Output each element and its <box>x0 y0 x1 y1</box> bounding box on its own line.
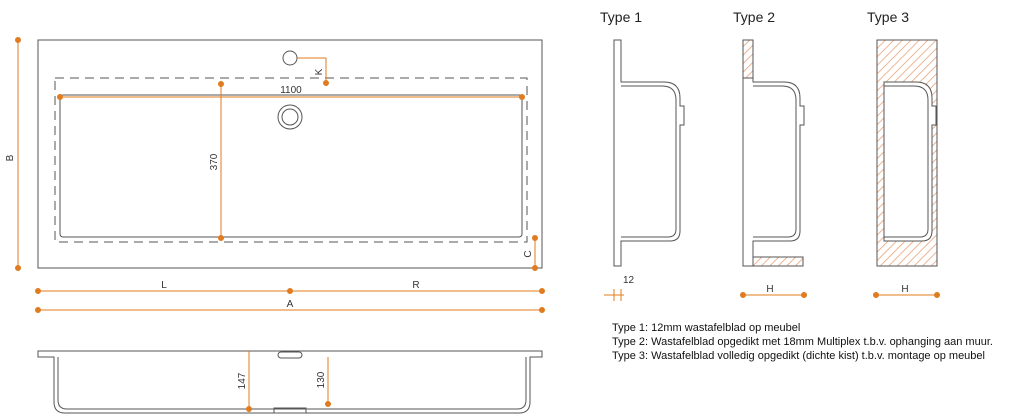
type-1-section <box>613 39 685 267</box>
type-2-bottom-block <box>752 256 804 267</box>
type-1-title: Type 1 <box>600 9 642 25</box>
tap-hole-icon <box>282 50 298 66</box>
type-2-title: Type 2 <box>733 9 775 25</box>
top-view <box>37 39 543 269</box>
dim-label-1100: 1100 <box>280 85 302 96</box>
drain-outlet <box>273 407 307 414</box>
drain-inner-icon <box>281 108 299 126</box>
basin-inner-outline <box>59 94 523 238</box>
dim-label-370: 370 <box>209 153 220 170</box>
type-3-section <box>876 39 938 267</box>
dim-label-147: 147 <box>237 372 248 389</box>
dim-label-b: B <box>5 154 16 161</box>
type-2-dimension <box>740 292 807 298</box>
front-view-section <box>37 350 543 414</box>
top-view-dimension-labels: B K 1100 370 C L R A <box>5 68 534 310</box>
type-3-dim-label: H <box>901 284 908 295</box>
type-titles: Type 1 Type 2 Type 3 <box>600 9 909 25</box>
type-1-dimension <box>604 289 624 301</box>
type-2-wall-block <box>742 39 754 79</box>
dim-label-r: R <box>412 280 419 291</box>
type-2-section <box>742 39 805 267</box>
type-3-title: Type 3 <box>867 9 909 25</box>
type-1-dim-label: 12 <box>623 275 635 286</box>
dim-label-k: K <box>314 68 325 75</box>
dim-label-c: C <box>523 250 534 257</box>
type-3-dimension <box>873 292 940 298</box>
dim-label-l: L <box>161 280 167 291</box>
front-view-dimension-labels: 147 130 <box>237 371 327 389</box>
type-legend: Type 1: 12mm wastafelblad op meubel Type… <box>612 321 993 363</box>
type-2-dim-label: H <box>766 284 773 295</box>
front-view <box>37 350 543 414</box>
legend-line-type-2: Type 2: Wastafelblad opgedikt met 18mm M… <box>612 336 993 348</box>
legend-line-type-1: Type 1: 12mm wastafelblad op meubel <box>612 322 801 334</box>
countertop-outline <box>37 39 543 269</box>
front-view-dimensions <box>246 351 331 412</box>
dim-label-a: A <box>287 299 294 310</box>
dim-label-130: 130 <box>316 371 327 388</box>
top-view-dimensions <box>15 37 545 313</box>
drain-outer-icon <box>277 104 303 130</box>
overflow-slot-icon <box>277 351 303 359</box>
legend-line-type-3: Type 3: Wastafelblad volledig opgedikt (… <box>612 350 985 362</box>
basin-dashed-outline <box>54 77 528 243</box>
